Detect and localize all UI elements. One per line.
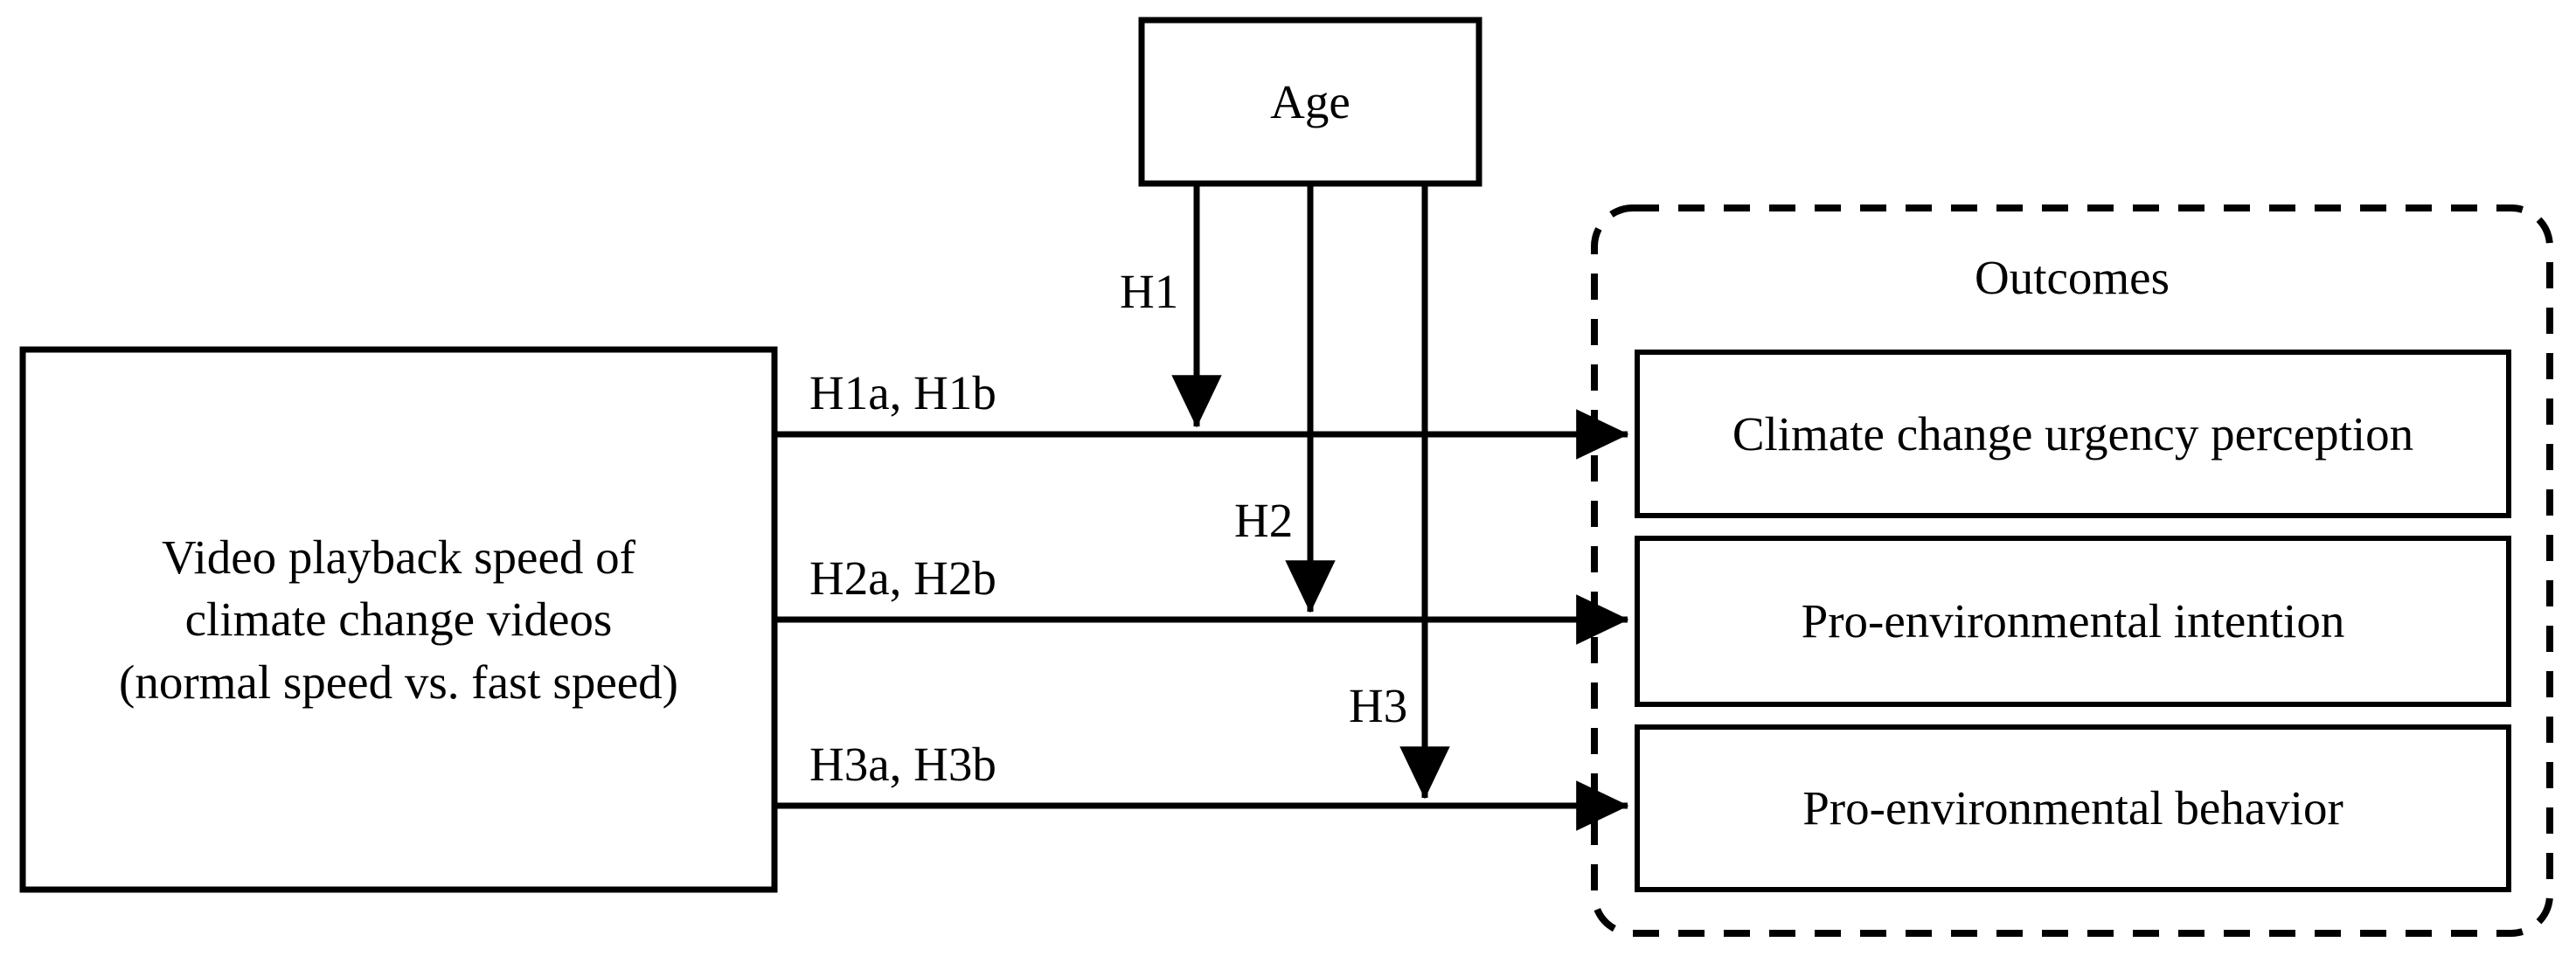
outcomes-group-title: Outcomes [1974,251,2170,304]
edge-label-h3: H3 [1349,679,1408,732]
outcomes-group-box [1591,204,2553,937]
edge-label-h3ab: H3a, H3b [809,738,996,791]
outcome-box-3 [1635,724,2511,892]
outcome-box-2 [1635,536,2511,707]
predictor-box [19,346,778,893]
moderator-box [1138,17,1482,187]
edge-label-h1ab: H1a, H1b [809,366,996,419]
edge-label-h1: H1 [1120,265,1179,318]
edge-label-h2: H2 [1234,494,1294,547]
outcome-box-1 [1635,350,2511,518]
edge-label-h2ab: H2a, H2b [809,551,996,605]
